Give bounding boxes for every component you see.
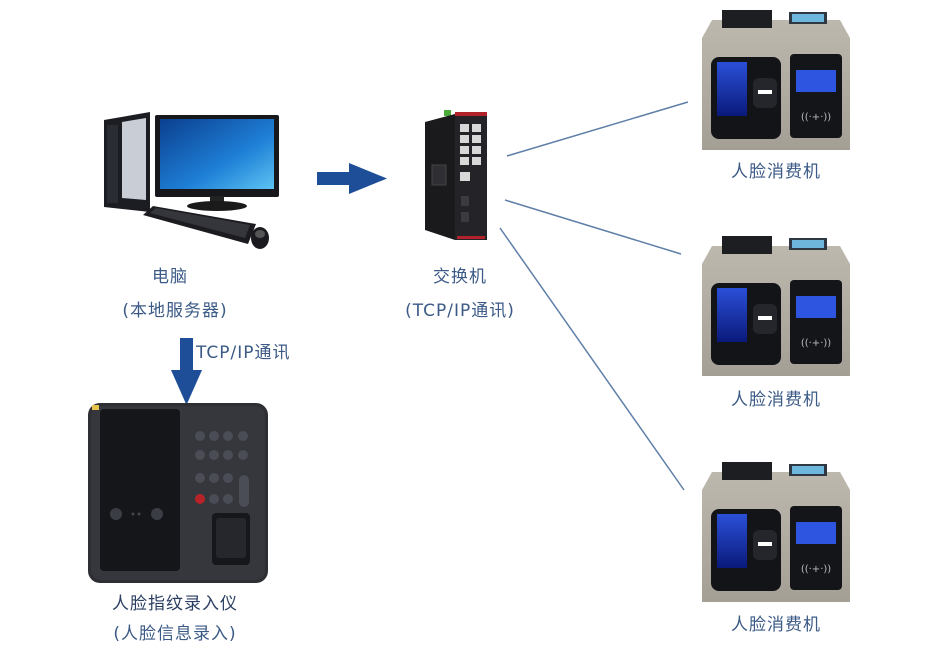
svg-text:((·+·)): ((·+·)) xyxy=(801,112,831,123)
terminal-illustration-1: ((·+·)) xyxy=(702,10,850,150)
enroller-title: 人脸指纹录入仪 xyxy=(112,594,238,614)
terminal-illustration-3: ((·+·)) xyxy=(702,462,850,602)
terminal-title-1: 人脸消费机 xyxy=(731,162,821,182)
terminal-title-2: 人脸消费机 xyxy=(731,390,821,410)
arrow-computer-to-enroller xyxy=(171,338,202,405)
link-switch-terminal-1 xyxy=(506,101,689,157)
link-switch-terminal-3 xyxy=(499,227,685,491)
link-switch-terminal-2 xyxy=(504,199,682,255)
arrow-computer-to-switch xyxy=(317,163,387,194)
enroller-subtitle: (人脸信息录入) xyxy=(113,624,237,644)
computer-subtitle: (本地服务器) xyxy=(122,301,228,321)
svg-text:((·+·)): ((·+·)) xyxy=(801,564,831,575)
svg-text:((·+·)): ((·+·)) xyxy=(801,338,831,349)
switch-illustration xyxy=(425,110,487,240)
switch-subtitle: (TCP/IP通讯) xyxy=(405,301,515,321)
edge-label-computer-enroller: TCP/IP通讯 xyxy=(196,343,291,363)
computer-title: 电脑 xyxy=(152,267,188,287)
enroller-illustration xyxy=(88,403,268,583)
switch-title: 交换机 xyxy=(433,267,487,287)
terminal-title-3: 人脸消费机 xyxy=(731,615,821,635)
terminal-illustration-2: ((·+·)) xyxy=(702,236,850,376)
computer-illustration xyxy=(104,112,279,249)
